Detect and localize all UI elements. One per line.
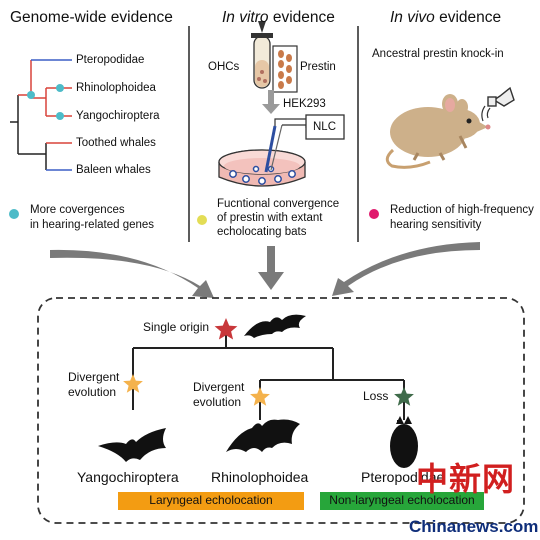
vitro-note-line-3: echolocating bats <box>217 226 307 238</box>
vitro-title-italic: In vitro <box>222 9 269 26</box>
bat-rhinolophoidea <box>226 419 300 452</box>
hek293-label: HEK293 <box>283 98 326 110</box>
genome-note-line-2: in hearing-related genes <box>30 219 155 231</box>
origin-star <box>214 318 238 340</box>
laryngeal-label: Laryngeal echolocation <box>149 493 273 507</box>
divergent-mid-line-1: Divergent <box>193 380 245 394</box>
vitro-note-line-2: of prestin with extant <box>217 212 323 224</box>
group-rhinolophoidea: Rhinolophoidea <box>211 469 309 485</box>
bat-yangochiroptera <box>98 428 166 462</box>
flying-bat-top <box>244 314 306 338</box>
genome-note-dot <box>9 209 19 219</box>
taxon-baleen-whales: Baleen whales <box>76 164 151 176</box>
mouse-illustration <box>385 94 491 169</box>
prestin-label: Prestin <box>300 61 336 73</box>
laryngeal-bar <box>118 492 304 510</box>
vitro-note-line-1: Fucntional convergence <box>217 198 340 210</box>
divergent-left-line-1: Divergent <box>68 370 120 384</box>
ohc-label: OHCs <box>208 61 240 73</box>
genome-note-line-1: More covergences <box>30 204 125 216</box>
taxon-toothed-whales: Toothed whales <box>76 137 156 149</box>
divergent-star-mid <box>250 387 270 406</box>
tree-convergence-dots <box>27 84 64 120</box>
vivo-panel-title: In vivo evidence <box>390 9 501 27</box>
nlc-box <box>305 114 345 140</box>
divergent-mid-line-2: evolution <box>193 395 242 409</box>
vitro-title-rest: evidence <box>268 9 335 26</box>
nlc-label: NLC <box>313 121 337 133</box>
watermark-chinese: 中新网 <box>416 460 516 498</box>
taxon-rhinolophoidea: Rhinolophoidea <box>76 82 156 94</box>
vivo-title-rest: evidence <box>434 9 502 26</box>
phylogenetic-tree <box>10 59 72 171</box>
test-tube-illustration <box>251 21 273 89</box>
speaker-illustration <box>481 86 515 122</box>
prestin-image-box <box>272 45 298 93</box>
group-yangochiroptera: Yangochiroptera <box>77 469 179 485</box>
vitro-note-dot <box>197 215 207 225</box>
vivo-subtitle: Ancestral prestin knock-in <box>372 48 504 60</box>
taxon-yangochiroptera: Yangochiroptera <box>76 110 160 122</box>
bat-pteropodidae <box>390 416 418 468</box>
converging-arrows <box>50 242 480 298</box>
summary-cladogram <box>132 330 405 420</box>
vivo-title-italic: In vivo <box>390 9 435 26</box>
nonlaryngeal-label: Non-laryngeal echolocation <box>329 493 475 507</box>
loss-label: Loss <box>363 389 389 403</box>
vitro-panel-title: In vitro evidence <box>222 9 335 27</box>
nonlaryngeal-bar <box>320 492 484 510</box>
single-origin-label: Single origin <box>143 320 210 334</box>
taxon-pteropodidae: Pteropodidae <box>76 54 145 66</box>
vivo-note-line-1: Reduction of high-frequency <box>390 204 534 216</box>
vitro-down-arrow <box>262 90 280 114</box>
divergent-left-line-2: evolution <box>68 385 117 399</box>
group-pteropodidae: Pteropodidae <box>361 469 445 485</box>
genome-panel-title: Genome-wide evidence <box>10 9 173 26</box>
divergent-star-left <box>123 374 143 393</box>
watermark-english: Chinanews.com <box>409 517 539 536</box>
vivo-note-dot <box>369 209 379 219</box>
loss-star <box>394 387 414 406</box>
petri-dish <box>218 118 307 187</box>
vivo-note-line-2: hearing sensitivity <box>390 219 482 231</box>
